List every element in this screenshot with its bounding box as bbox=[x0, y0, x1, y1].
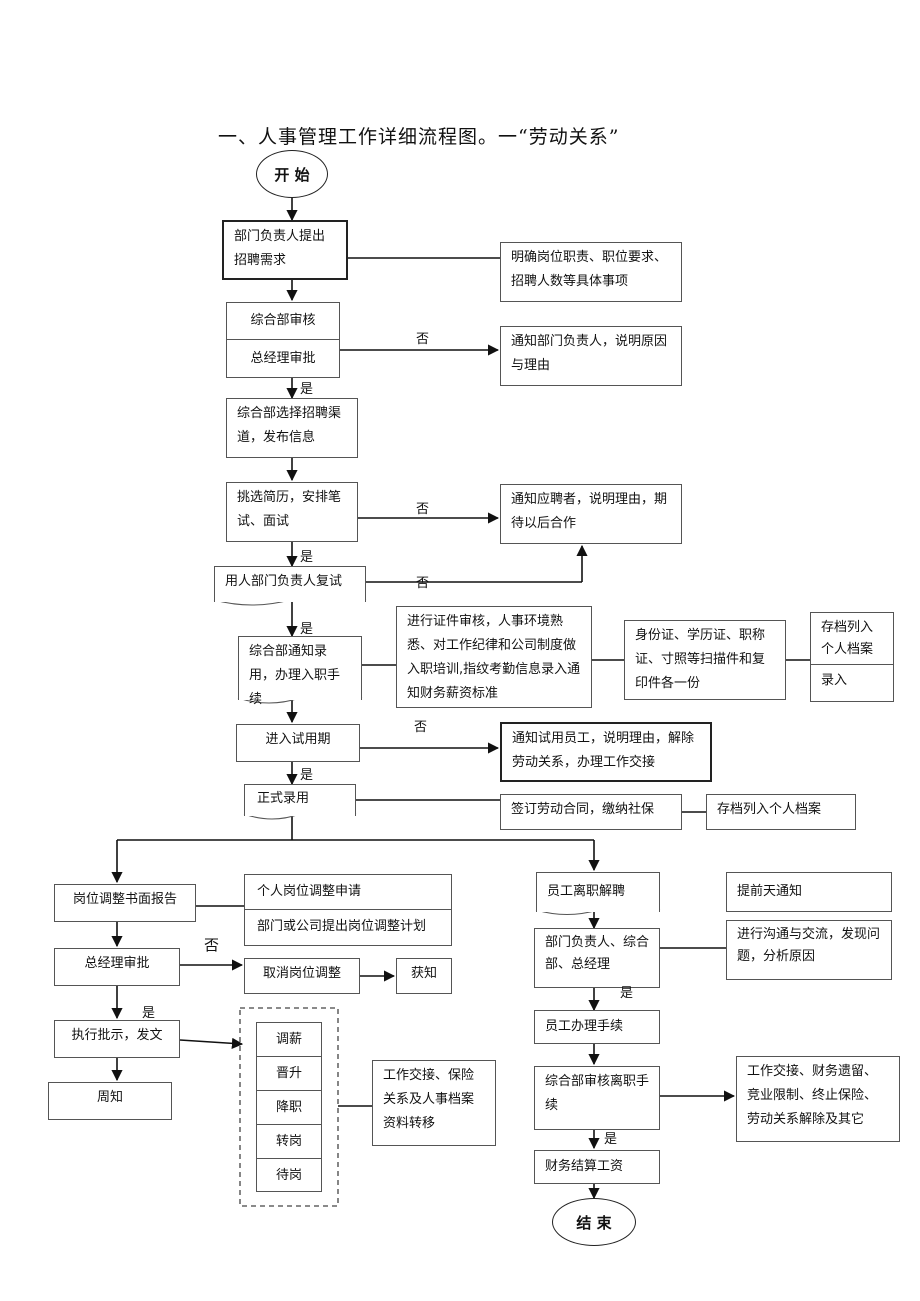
yes-label: 是 bbox=[300, 550, 314, 565]
execute-box: 执行批示，发文 bbox=[54, 1020, 180, 1058]
notify-dept-box: 通知部门负责人，说明原因与理由 bbox=[500, 326, 682, 386]
formal-hire-box: 正式录用 bbox=[244, 784, 356, 816]
resign-box: 员工离职解聘 bbox=[536, 872, 660, 912]
review-step-2: 总经理审批 bbox=[250, 351, 316, 366]
retest-box: 用人部门负责人复试 bbox=[214, 566, 366, 602]
resign-review-box: 部门负责人、综合部、总经理 bbox=[534, 928, 660, 988]
informed-box: 获知 bbox=[396, 958, 452, 994]
handover-adjust-box: 工作交接、保险关系及人事档案资料转移 bbox=[372, 1060, 496, 1146]
adjust-report-box: 岗位调整书面报告 bbox=[54, 884, 196, 922]
adjust-type-item: 调薪 bbox=[257, 1023, 321, 1057]
yes-label: 是 bbox=[620, 986, 634, 1001]
yes-label: 是 bbox=[142, 1006, 156, 1021]
notify-applicant-box: 通知应聘者，说明理由，期待以后合作 bbox=[500, 484, 682, 544]
yes-label: 是 bbox=[604, 1132, 618, 1147]
archive-entry: 录入 bbox=[821, 673, 848, 688]
gm-approve-box: 总经理审批 bbox=[54, 948, 180, 986]
dept-request-note-box: 明确岗位职责、职位要求、招聘人数等具体事项 bbox=[500, 242, 682, 302]
probation-box: 进入试用期 bbox=[236, 724, 360, 762]
announce-box: 周知 bbox=[48, 1082, 172, 1120]
no-label: 否 bbox=[204, 936, 220, 954]
start-node: 开 始 bbox=[256, 150, 328, 198]
adjust-type-item: 降职 bbox=[257, 1091, 321, 1125]
page-title: 一、人事管理工作详细流程图。一“劳动关系” bbox=[218, 126, 620, 148]
resign-audit-box: 综合部审核离职手续 bbox=[534, 1066, 660, 1130]
settle-box: 财务结算工资 bbox=[534, 1150, 660, 1184]
archive-box: 存档列入个人档案 录入 bbox=[810, 612, 894, 702]
no-label: 否 bbox=[416, 576, 430, 591]
onboard-steps-box: 进行证件审核，人事环境熟悉、对工作纪律和公司制度做入职培训,指纹考勤信息录入通知… bbox=[396, 606, 592, 708]
adjust-options-box: 个人岗位调整申请 部门或公司提出岗位调整计划 bbox=[244, 874, 452, 946]
yes-label: 是 bbox=[300, 622, 314, 637]
adjust-plan: 部门或公司提出岗位调整计划 bbox=[257, 919, 427, 934]
cancel-adjust-box: 取消岗位调整 bbox=[244, 958, 360, 994]
archive2-box: 存档列入个人档案 bbox=[706, 794, 856, 830]
resign-items-box: 工作交接、财务遗留、竞业限制、终止保险、劳动关系解除及其它 bbox=[736, 1056, 900, 1142]
yes-label: 是 bbox=[300, 768, 314, 783]
notify-probation-box: 通知试用员工，说明理由，解除劳动关系，办理工作交接 bbox=[500, 722, 712, 782]
end-node: 结 束 bbox=[552, 1198, 636, 1246]
adjust-type-item: 晋升 bbox=[257, 1057, 321, 1091]
notify-hire-box: 综合部通知录用，办理入职手续 bbox=[238, 636, 362, 707]
adjust-type-item: 待岗 bbox=[275, 1168, 302, 1183]
no-label: 否 bbox=[414, 720, 428, 735]
advance-notice-box: 提前天通知 bbox=[726, 872, 892, 912]
id-docs-box: 身份证、学历证、职称证、寸照等扫描件和复印件各一份 bbox=[624, 620, 786, 700]
dept-request-box: 部门负责人提出招聘需求 bbox=[222, 220, 348, 280]
adjust-types-box: 调薪 晋升 降职 转岗 待岗 bbox=[256, 1022, 322, 1192]
archive-label: 存档列入个人档案 bbox=[811, 613, 893, 665]
contract-box: 签订劳动合同，缴纳社保 bbox=[500, 794, 682, 830]
no-label: 否 bbox=[416, 502, 430, 517]
no-label: 否 bbox=[416, 332, 430, 347]
select-channel-box: 综合部选择招聘渠道，发布信息 bbox=[226, 398, 358, 458]
review-step-1: 综合部审核 bbox=[227, 303, 339, 340]
review-box: 综合部审核 总经理审批 bbox=[226, 302, 340, 378]
adjust-type-item: 转岗 bbox=[257, 1125, 321, 1159]
yes-label: 是 bbox=[300, 382, 314, 397]
communicate-box: 进行沟通与交流，发现问题，分析原因 bbox=[726, 920, 892, 980]
procedures-box: 员工办理手续 bbox=[534, 1010, 660, 1044]
adjust-personal: 个人岗位调整申请 bbox=[245, 875, 451, 910]
screen-box: 挑选简历，安排笔试、面试 bbox=[226, 482, 358, 542]
